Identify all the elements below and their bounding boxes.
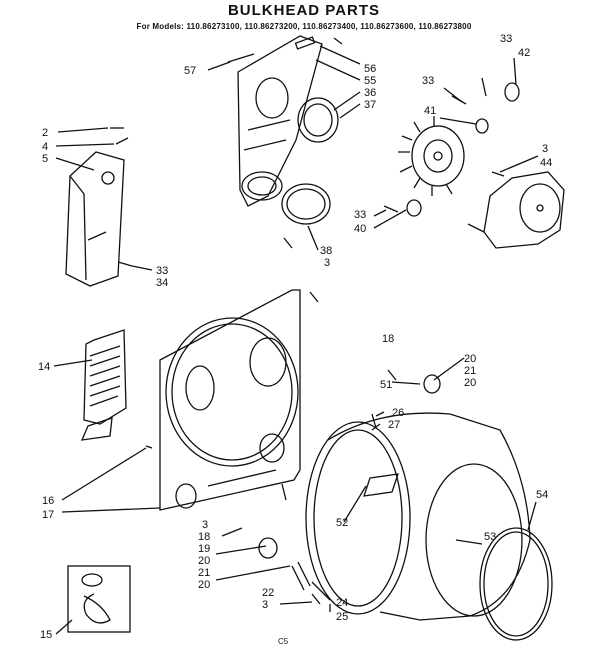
page-title: BULKHEAD PARTS [227,2,381,19]
callout-24: 24 [336,597,348,609]
callout-3: 3 [262,599,268,611]
duct-seal-part [297,97,339,143]
callout-19: 19 [198,543,210,555]
footer-code: C5 [278,637,289,646]
bushing-part [406,199,422,217]
callout-20: 20 [464,353,476,365]
callout-38: 38 [320,245,332,257]
drum-part [305,412,531,621]
callout-18: 18 [198,531,210,543]
heating-element-part [80,329,127,441]
callout-53: 53 [484,531,496,543]
callout-44: 44 [540,157,552,169]
callout-14: 14 [38,361,50,373]
callout-15: 15 [40,629,52,641]
callout-18: 18 [382,333,394,345]
heater-duct-part [65,151,125,287]
callout-56: 56 [364,63,376,75]
roller-part [258,537,278,559]
callout-55: 55 [364,75,376,87]
callout-16: 16 [42,495,54,507]
drum-seal-part [479,527,553,641]
callout-26: 26 [392,407,404,419]
models-line: For Models: 110.86273100, 110.86273200, … [136,22,472,31]
callout-20: 20 [198,579,210,591]
callout-3: 3 [202,519,208,531]
callout-21: 21 [464,365,476,377]
callout-labels: 57 56 55 36 37 33 42 33 41 3 44 33 40 38… [38,33,552,641]
blower-wheel-part [398,116,465,196]
callout-5: 5 [42,153,48,165]
blower-housing-part [467,171,565,249]
front-bulkhead-part [159,289,301,511]
callout-54: 54 [536,489,548,501]
callout-27: 27 [388,419,400,431]
callout-21: 21 [198,567,210,579]
callout-57: 57 [184,65,196,77]
callout-4: 4 [42,141,48,153]
callout-20: 20 [198,555,210,567]
callout-33: 33 [500,33,512,45]
callout-41: 41 [424,105,436,117]
callout-40: 40 [354,223,366,235]
bulkhead-seal-part [281,183,331,225]
rear-duct-part [227,35,323,207]
callout-3: 3 [542,143,548,155]
clip-part [504,82,520,102]
callout-3: 3 [324,257,330,269]
callout-42: 42 [518,47,530,59]
callout-33: 33 [354,209,366,221]
callout-52: 52 [336,517,348,529]
roller-part [423,374,441,394]
callout-34: 34 [156,277,168,289]
callout-25: 25 [336,611,348,623]
wire-harness-part [67,565,131,633]
callout-36: 36 [364,87,376,99]
callout-33: 33 [422,75,434,87]
callout-17: 17 [42,509,54,521]
callout-20: 20 [464,377,476,389]
callout-33: 33 [156,265,168,277]
callout-2: 2 [42,127,48,139]
nut-part [475,118,489,134]
callout-51: 51 [380,379,392,391]
callout-37: 37 [364,99,376,111]
callout-22: 22 [262,587,274,599]
